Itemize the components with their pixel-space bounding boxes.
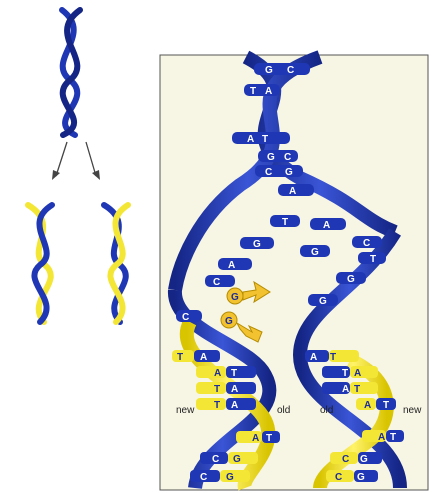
base-letter: A	[378, 432, 385, 443]
unpaired-base: G	[308, 294, 338, 307]
base-letter: C	[212, 454, 219, 465]
base-pair: C G	[326, 470, 378, 483]
base-letter: G	[319, 296, 327, 307]
base-letter: C	[284, 152, 291, 163]
base-letter: A	[364, 400, 371, 411]
base-letter: T	[231, 368, 237, 379]
new-strand-label: new	[403, 405, 422, 416]
unpaired-base: G	[336, 272, 366, 285]
base-letter: G	[357, 472, 365, 483]
base-letter: A	[228, 260, 235, 271]
base-pair: A	[278, 184, 314, 197]
base-letter: G	[347, 274, 355, 285]
base-letter: T	[282, 217, 288, 228]
unpaired-base: A	[218, 258, 252, 271]
base-pair: T A	[244, 84, 280, 97]
base-letter: C	[287, 65, 294, 76]
base-pair: T A	[172, 350, 220, 363]
base-pair: A T	[362, 430, 404, 443]
base-pair: A T	[236, 431, 280, 444]
base-letter: A	[231, 384, 238, 395]
base-letter: T	[266, 433, 272, 444]
base-pair: G C	[254, 63, 310, 76]
base-letter: T	[214, 400, 220, 411]
base-letter: C	[265, 167, 272, 178]
unpaired-base: C	[176, 310, 202, 323]
base-pair: A T	[232, 132, 290, 145]
base-letter: C	[213, 277, 220, 288]
arrow-down-icon	[52, 142, 67, 180]
base-letter: A	[342, 384, 349, 395]
base-letter: C	[342, 454, 349, 465]
base-pair: C G	[330, 452, 382, 465]
old-strand-label: old	[277, 405, 290, 416]
base-letter: C	[335, 472, 342, 483]
unpaired-base: G	[300, 245, 330, 258]
parent-helix-icon	[62, 10, 80, 135]
daughter-helix-left-icon	[28, 205, 52, 322]
base-letter: T	[330, 352, 336, 363]
base-letter: G	[267, 152, 275, 163]
unpaired-base: G	[240, 237, 274, 250]
base-letter: G	[225, 316, 233, 327]
base-letter: T	[354, 384, 360, 395]
base-letter: T	[383, 400, 389, 411]
base-pair: A T	[305, 350, 359, 363]
new-strand-label: new	[176, 405, 195, 416]
base-letter: A	[231, 400, 238, 411]
base-letter: G	[233, 454, 241, 465]
base-letter: C	[200, 472, 207, 483]
daughter-helix-right-icon	[104, 205, 128, 322]
unpaired-base: C	[352, 236, 382, 249]
base-letter: T	[214, 384, 220, 395]
unpaired-base: A	[310, 218, 346, 231]
base-letter: G	[231, 292, 239, 303]
unpaired-base: T	[270, 215, 300, 228]
base-letter: T	[250, 86, 256, 97]
unpaired-base: C	[205, 275, 235, 288]
old-strand-label: old	[320, 405, 333, 416]
base-letter: A	[252, 433, 259, 444]
base-letter: C	[182, 312, 189, 323]
base-letter: A	[289, 186, 296, 197]
base-letter: T	[177, 352, 183, 363]
base-letter: G	[253, 239, 261, 250]
base-letter: T	[342, 368, 348, 379]
base-letter: T	[370, 254, 376, 265]
base-letter: G	[226, 472, 234, 483]
base-letter: A	[310, 352, 317, 363]
base-letter: A	[354, 368, 361, 379]
base-letter: G	[265, 65, 273, 76]
base-letter: G	[311, 247, 319, 258]
base-letter: A	[247, 134, 254, 145]
base-letter: A	[200, 352, 207, 363]
base-letter: C	[363, 238, 370, 249]
base-letter: T	[390, 432, 396, 443]
base-letter: G	[285, 167, 293, 178]
base-letter: G	[360, 454, 368, 465]
base-letter: A	[265, 86, 272, 97]
arrow-down-icon	[86, 142, 100, 180]
base-pair: G C	[258, 150, 298, 163]
base-letter: A	[323, 220, 330, 231]
unpaired-base: T	[358, 252, 386, 265]
base-letter: A	[214, 368, 221, 379]
base-pair: C G	[255, 165, 303, 178]
base-letter: T	[262, 134, 268, 145]
